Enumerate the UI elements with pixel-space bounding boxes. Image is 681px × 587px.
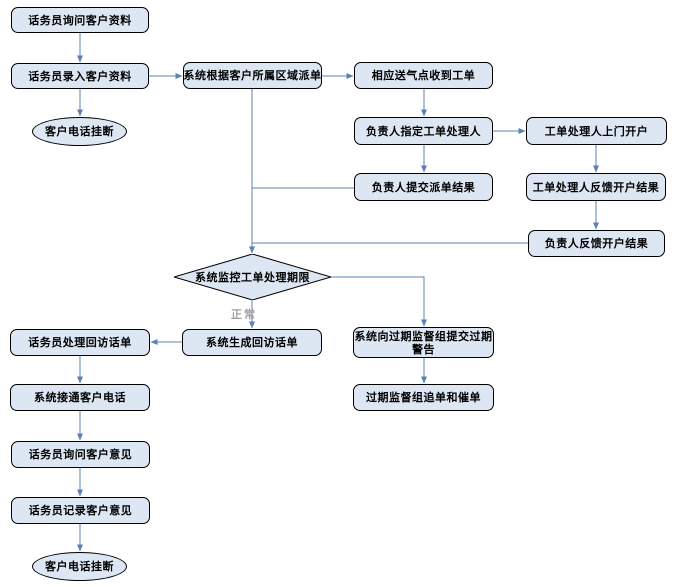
node-label-record-customer-opinion: 话务员记录客户意见 [28,504,133,517]
node-label-generate-callback-sheet: 系统生成回访话单 [206,336,298,349]
node-leader-feedback-result: 负责人反馈开户结果 [528,230,665,257]
node-handler-visit-open-account: 工单处理人上门开户 [526,117,667,145]
node-assign-order-handler: 负责人指定工单处理人 [354,117,493,145]
node-label-dispatch-by-region: 系统根据客户所属区域派单 [183,69,322,82]
node-connect-customer-phone: 系统接通客户电话 [10,384,150,411]
node-record-customer-opinion: 话务员记录客户意见 [11,497,150,524]
edge-label-normal: 正常 [231,308,257,321]
node-label-handle-callback-sheet: 话务员处理回访话单 [28,336,132,349]
node-label-ask-customer-info: 话务员询问客户资料 [28,13,132,27]
node-label-gas-point-receive-order: 相应送气点收到工单 [371,69,476,82]
node-ask-customer-info: 话务员询问客户资料 [11,7,149,33]
node-label-connect-customer-phone: 系统接通客户电话 [34,391,126,404]
node-label-overdue-warning: 系统向过期监督组提交过期 警告 [354,329,493,356]
node-label-enter-customer-info: 话务员录入客户资料 [28,69,132,83]
node-gas-point-receive-order: 相应送气点收到工单 [354,62,493,89]
node-dispatch-by-region: 系统根据客户所属区域派单 [183,62,322,89]
node-handle-callback-sheet: 话务员处理回访话单 [10,329,150,356]
node-handler-feedback-result: 工单处理人反馈开户结果 [526,173,666,201]
node-label-leader-feedback-result: 负责人反馈开户结果 [544,237,649,250]
node-label-handler-feedback-result: 工单处理人反馈开户结果 [532,180,660,194]
node-monitor-deadline: 系统监控工单处理期限 [174,254,331,300]
node-generate-callback-sheet: 系统生成回访话单 [182,329,322,356]
node-enter-customer-info: 话务员录入客户资料 [11,63,149,89]
node-overdue-warning: 系统向过期监督组提交过期 警告 [353,327,494,358]
node-ask-customer-opinion: 话务员询问客户意见 [11,441,150,468]
node-customer-hangup-top: 客户电话挂断 [32,117,127,146]
node-label-handler-visit-open-account: 工单处理人上门开户 [544,124,649,138]
connector-monitor-deadline-to-overdue-warning [331,276,427,327]
node-submit-dispatch-result: 负责人提交派单结果 [354,173,493,201]
node-label-customer-hangup-top: 客户电话挂断 [45,125,114,138]
node-label-customer-hangup-bottom: 客户电话挂断 [45,560,114,573]
node-label-overdue-chase-order: 过期监督组追单和催单 [366,391,481,404]
decision-diamond-shape [174,254,331,300]
node-label-submit-dispatch-result: 负责人提交派单结果 [371,180,476,194]
node-customer-hangup-bottom: 客户电话挂断 [32,552,127,581]
node-label-assign-order-handler: 负责人指定工单处理人 [366,124,481,138]
node-overdue-chase-order: 过期监督组追单和催单 [353,384,494,411]
node-label-monitor-deadline: 系统监控工单处理期限 [195,270,310,284]
node-label-ask-customer-opinion: 话务员询问客户意见 [28,448,133,461]
